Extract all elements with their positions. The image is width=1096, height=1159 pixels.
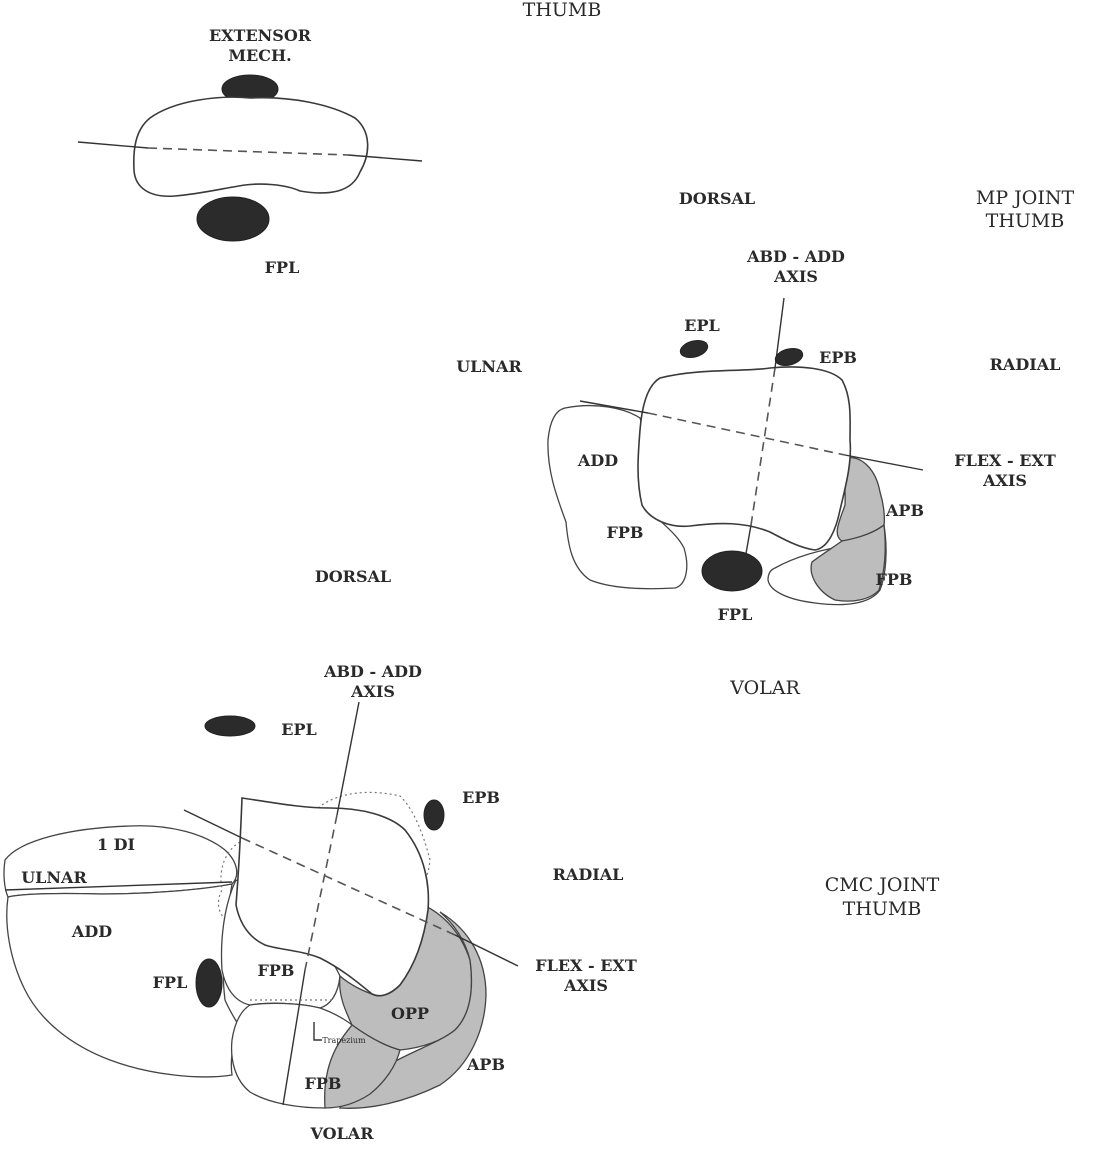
cmc-volar-label: VOLAR	[309, 1124, 374, 1143]
mp-fpb-radial-label: FPB	[876, 570, 913, 589]
mp-flex-ext-label-line2: AXIS	[982, 471, 1027, 490]
cmc-fpl-tendon	[195, 958, 223, 1008]
cmc-apb-label: APB	[466, 1055, 505, 1074]
ip-joint-bone-outline	[132, 96, 369, 197]
mp-dorsal-label: DORSAL	[679, 189, 755, 208]
cmc-title-line2: THUMB	[843, 898, 922, 920]
ip-axis-left	[77, 141, 149, 149]
cmc-trapezium-pointer	[313, 1022, 322, 1041]
cmc-epb-label: EPB	[462, 788, 500, 807]
mp-metacarpal-head-outline	[637, 366, 852, 551]
mp-flex-ext-axis-left	[579, 400, 649, 414]
mp-ulnar-label: ULNAR	[456, 357, 522, 376]
cmc-epl-label: EPL	[281, 720, 316, 739]
cmc-first-di-label: 1 DI	[97, 835, 135, 854]
mp-radial-label: RADIAL	[990, 355, 1061, 374]
cmc-epb-tendon	[423, 799, 445, 831]
fpl-label-top: FPL	[265, 258, 300, 277]
cmc-trapezium-volar-body	[230, 1002, 353, 1109]
mp-fpl-label: FPL	[718, 605, 753, 624]
mp-fpl-tendon	[701, 550, 763, 592]
mp-flex-ext-label-line1: FLEX - EXT	[954, 451, 1056, 470]
mp-volar-label: VOLAR	[729, 677, 800, 699]
cmc-abd-add-label-line2: AXIS	[350, 682, 395, 701]
mp-fpb-ulnar-label: FPB	[607, 523, 644, 542]
mp-title-line1: MP JOINT	[976, 187, 1075, 209]
ip-joint-diagram: THUMB EXTENSOR MECH. FPL	[77, 0, 602, 277]
cmc-flex-ext-label-line2: AXIS	[563, 976, 608, 995]
fpl-tendon-top	[196, 196, 270, 242]
cmc-title-line1: CMC JOINT	[825, 874, 940, 896]
mp-abd-add-axis-dashed	[750, 367, 776, 526]
mp-abd-add-label-line1: ABD - ADD	[746, 247, 845, 266]
cmc-opp-label: OPP	[391, 1004, 429, 1023]
cmc-fpb-lower-label: FPB	[305, 1074, 342, 1093]
ip-axis-right	[347, 154, 423, 162]
mp-fpb-shaded	[810, 523, 886, 602]
cmc-ulnar-line	[4, 881, 233, 891]
mp-epl-label: EPL	[684, 316, 719, 335]
mp-add-label: ADD	[577, 451, 618, 470]
mp-joint-diagram: MP JOINT THUMB DORSAL ABD - ADD AXIS ULN…	[456, 187, 1074, 699]
cmc-add-label: ADD	[71, 922, 112, 941]
mp-abd-add-label-line2: AXIS	[773, 267, 818, 286]
cmc-flex-ext-axis-dashed	[241, 837, 456, 936]
cmc-epl-tendon	[204, 715, 256, 737]
cmc-abd-add-axis-bottom	[282, 969, 306, 1106]
extensor-mech-label-line2: MECH.	[228, 46, 291, 65]
cmc-metacarpal-base-outline	[235, 797, 430, 997]
cmc-flex-ext-label-line1: FLEX - EXT	[535, 956, 637, 975]
cmc-abd-add-axis-dashed	[304, 814, 338, 971]
ip-axis-dashed	[147, 147, 349, 156]
cmc-flex-ext-axis-left	[183, 809, 243, 839]
mp-epb-tendon	[774, 347, 804, 367]
cmc-fpb-upper-label: FPB	[258, 961, 295, 980]
mp-apb-label: APB	[885, 501, 924, 520]
mp-flex-ext-axis-dashed	[647, 412, 846, 456]
cmc-ulnar-label: ULNAR	[21, 868, 87, 887]
cmc-fpl-label: FPL	[153, 973, 188, 992]
cmc-trapezium-label: Trapezium	[322, 1036, 366, 1045]
extensor-mech-label-line1: EXTENSOR	[209, 26, 312, 45]
cmc-dorsal-label: DORSAL	[315, 567, 391, 586]
mp-epl-tendon	[679, 339, 709, 359]
thumb-heading: THUMB	[523, 0, 602, 21]
cmc-joint-diagram: DORSAL ABD - ADD AXIS CMC JOINT THUMB RA…	[3, 567, 940, 1143]
mp-flex-ext-axis-right	[844, 454, 924, 471]
mp-epb-label: EPB	[819, 348, 857, 367]
mp-title-line2: THUMB	[986, 210, 1065, 232]
cmc-abd-add-label-line1: ABD - ADD	[323, 662, 422, 681]
cmc-abd-add-axis-top	[336, 701, 360, 816]
cmc-radial-label: RADIAL	[553, 865, 624, 884]
cmc-flex-ext-axis-right	[454, 934, 519, 967]
